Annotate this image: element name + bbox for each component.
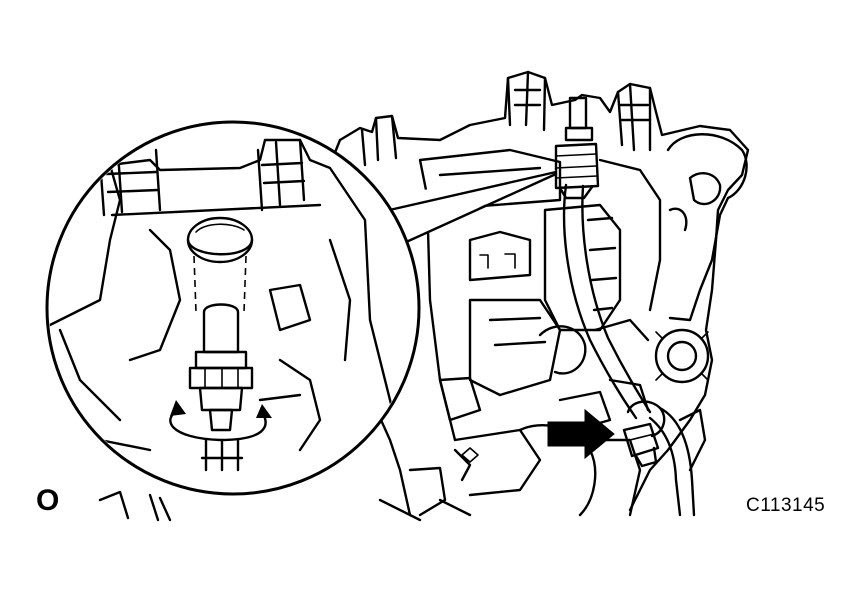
figure-code: C113145 — [746, 495, 826, 516]
magnified-detail-circle — [45, 120, 421, 496]
view-label: O — [36, 484, 60, 517]
callout-leader — [370, 170, 558, 250]
transmission-housing — [320, 70, 750, 522]
arrow-pointer-icon — [547, 408, 615, 460]
wire-harness — [554, 142, 696, 517]
lower-left-lines — [98, 490, 172, 522]
